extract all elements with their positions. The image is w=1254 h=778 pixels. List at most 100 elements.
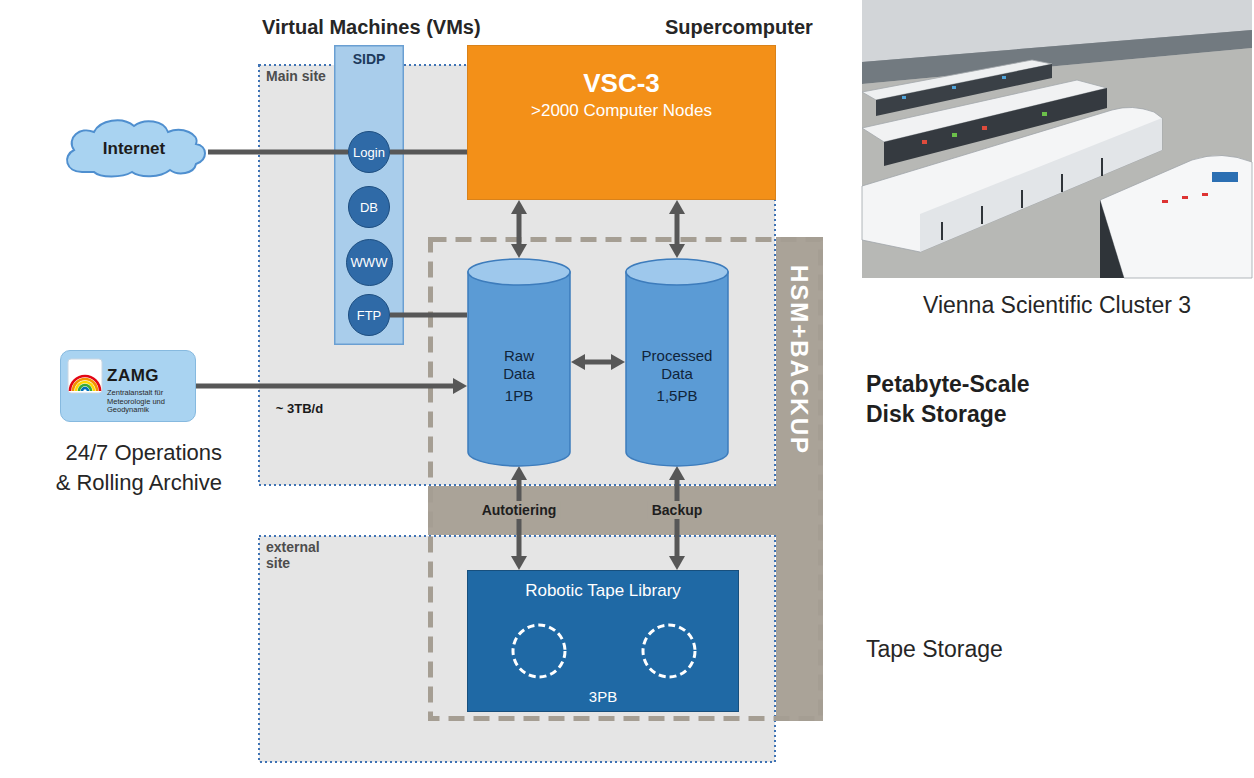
data-link — [517, 214, 522, 244]
server-room-photo — [941, 222, 943, 240]
hsm-outline — [431, 240, 821, 719]
institute-fullname: Zentralanstalt für Meteorologie und Geod… — [107, 389, 179, 415]
server-room-photo — [902, 76, 1006, 99]
box-title: Robotic Tape Library — [525, 581, 681, 601]
tape-reel — [643, 625, 695, 677]
data-link — [196, 384, 453, 389]
data-link — [390, 313, 467, 318]
cloud-label: Internet — [103, 135, 165, 159]
server-room-photo — [862, 0, 1252, 278]
logo-arc — [70, 376, 100, 391]
service-circle: DB — [348, 186, 390, 228]
tape-reel — [513, 625, 565, 677]
storage-size: 1PB — [505, 387, 533, 404]
text-slot: Tape Storage — [866, 636, 1003, 663]
tape-library: Robotic Tape Library 3PB — [467, 570, 739, 712]
cloud-node: Internet — [60, 116, 208, 178]
site-region: external site — [258, 535, 776, 763]
data-link — [675, 214, 680, 244]
box-subtitle: >2000 Computer Nodes — [531, 101, 712, 121]
hsm-band — [776, 237, 823, 721]
institute-name: ZAMG — [107, 366, 191, 386]
service-label: WWW — [351, 255, 388, 270]
server-room-photo — [1182, 196, 1188, 199]
column-heading: Supercomputer — [665, 16, 813, 39]
server-room-photo — [1202, 193, 1208, 196]
data-link — [208, 150, 348, 155]
storage-name: Processed Data — [637, 347, 717, 383]
server-room-photo — [1162, 200, 1168, 203]
server-room-photo — [1162, 193, 1208, 203]
operations-note: 24/7 Operations & Rolling Archive — [47, 438, 222, 497]
hsm-region: HSM+BACKUP Raw Data 1PB Processed Data 1,5PB… — [428, 237, 823, 721]
storage-cylinder: Processed Data 1,5PB — [625, 258, 729, 466]
server-room-photo — [1100, 155, 1252, 278]
column-heading: Virtual Machines (VMs) — [262, 16, 481, 39]
server-room-photo — [942, 158, 1102, 240]
server-room-photo — [1061, 174, 1063, 192]
flow-label: ~ 3TB/d — [276, 401, 323, 416]
cylinder-body — [626, 272, 728, 466]
flow-label: Autotiering — [478, 501, 561, 519]
logo-card — [68, 359, 102, 393]
tier-label: Tape Storage — [866, 636, 1003, 663]
logo-arc — [73, 379, 97, 391]
server-room-photo — [1101, 158, 1103, 176]
logo-arc — [79, 385, 91, 391]
institute-box: ZAMG Zentralanstalt für Meteorologie und … — [60, 350, 196, 422]
photo-caption: Vienna Scientific Cluster 3 — [862, 292, 1252, 319]
data-link — [390, 150, 467, 155]
server-room-photo — [981, 206, 983, 224]
panel-label: SIDP — [334, 51, 404, 67]
text-slot: Vienna Scientific Cluster 3 — [862, 292, 1252, 319]
storage-size: 1,5PB — [657, 387, 698, 404]
server-room-photo — [1002, 76, 1006, 79]
storage-cylinder: Raw Data 1PB — [467, 258, 571, 466]
server-room-photo — [982, 126, 987, 130]
tier-label: Petabyte-Scale Disk Storage — [866, 370, 1071, 430]
vm-panel: SIDP LoginDB WWW FTP — [334, 45, 404, 345]
server-room-photo — [902, 96, 906, 99]
text-slot: Supercomputer — [665, 16, 813, 39]
server-room-photo — [1100, 200, 1124, 278]
text-slot: 24/7 Operations & Rolling Archive — [47, 438, 222, 497]
server-room-photo — [952, 133, 957, 137]
flow-label: Backup — [648, 501, 707, 519]
logo-arc — [82, 388, 88, 391]
text-slot: Petabyte-Scale Disk Storage — [866, 370, 1071, 430]
service-circle: Login — [348, 131, 390, 173]
cylinder-body — [468, 272, 570, 466]
panel-fill — [335, 46, 404, 345]
server-room-photo — [922, 126, 987, 144]
server-room-photo — [1021, 190, 1023, 208]
logo-arc — [76, 382, 94, 391]
service-label: DB — [360, 200, 378, 215]
cylinder-top — [626, 259, 728, 285]
box-title: VSC-3 — [583, 68, 660, 99]
storage-size: 3PB — [589, 688, 617, 705]
hsm-band — [428, 486, 823, 535]
service-label: FTP — [357, 308, 382, 323]
cylinder-top — [468, 259, 570, 285]
region-label: external site — [266, 539, 330, 571]
service-label: Login — [353, 145, 385, 160]
service-circle: WWW — [346, 239, 393, 286]
server-room-photo — [1042, 112, 1047, 116]
server-room-photo — [952, 112, 1047, 137]
server-room-photo — [1212, 172, 1238, 182]
service-circle: FTP — [348, 294, 390, 336]
server-room-photo — [862, 48, 1252, 278]
supercomputer-box: VSC-3>2000 Computer Nodes — [467, 45, 776, 200]
text-slot: Virtual Machines (VMs) — [262, 16, 481, 39]
cloud-shape — [67, 120, 205, 176]
server-room-photo — [952, 86, 956, 89]
site-fill — [259, 536, 775, 762]
server-room-photo — [922, 140, 927, 144]
region-label: HSM+BACKUP — [785, 265, 813, 455]
institute-logo — [66, 357, 104, 397]
server-room-photo — [862, 0, 1252, 278]
storage-name: Raw Data — [494, 347, 544, 383]
region-label: Main site — [266, 68, 336, 84]
